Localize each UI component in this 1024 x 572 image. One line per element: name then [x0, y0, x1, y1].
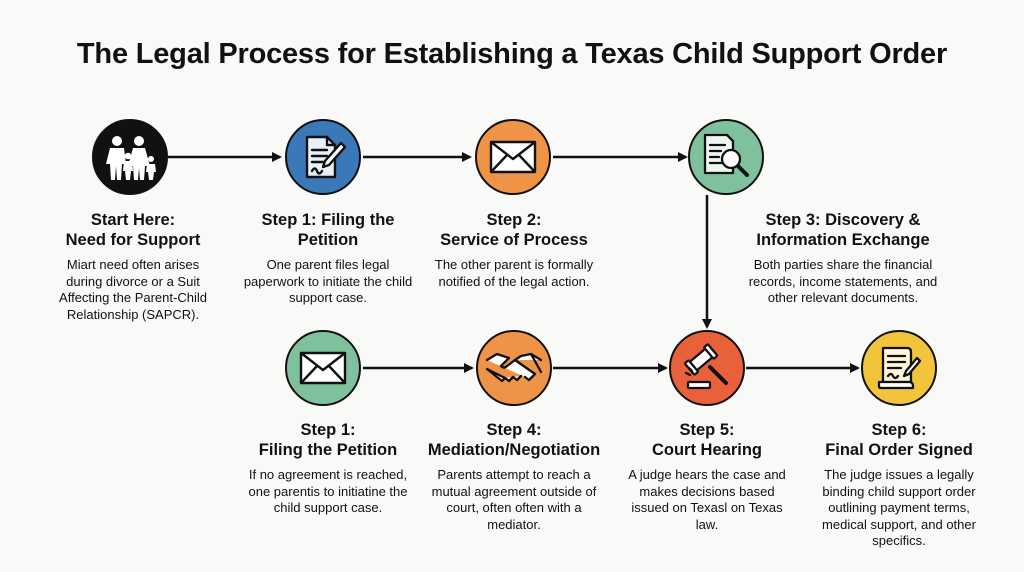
step1-top-heading-line2: Petition: [297, 231, 359, 249]
step5-node-circle: [669, 330, 745, 406]
step4-heading-line1: Step 4:: [486, 421, 542, 439]
step1-top-node-circle: [285, 119, 361, 195]
step6-description: The judge issues a legally binding child…: [822, 467, 976, 548]
page-title: The Legal Process for Establishing a Tex…: [76, 38, 948, 70]
envelope-icon: [299, 351, 347, 385]
step1-top-description: One parent files legal paperwork to init…: [243, 257, 413, 305]
start-node-circle: [92, 119, 168, 195]
step3-description: Both parties share the financial records…: [748, 257, 938, 305]
step2-step: Step 2: Service of Process The other par…: [429, 210, 599, 290]
envelope-icon: [489, 140, 537, 174]
signed-document-icon: [877, 346, 922, 390]
step6-heading-line2: Final Order Signed: [825, 441, 973, 459]
family-icon: [106, 136, 156, 180]
document-pen-icon: [305, 135, 347, 179]
magnifier-document-icon: [703, 133, 749, 177]
step4-description: Parents attempt to reach a mutual agreem…: [431, 467, 597, 532]
step1-top-step: Step 1: Filing the Petition One parent f…: [243, 210, 413, 307]
step2-heading-line2: Service of Process: [440, 231, 588, 249]
step6-heading-line1: Step 6:: [871, 421, 927, 439]
step4-step: Step 4: Mediation/Negotiation Parents at…: [414, 420, 614, 533]
step2-heading-line1: Step 2:: [486, 211, 542, 229]
step6-step: Step 6: Final Order Signed The judge iss…: [801, 420, 997, 550]
start-heading-line2: Need for Support: [65, 231, 201, 249]
start-step: Start Here: Need for Support Miart need …: [48, 210, 218, 323]
step1-top-heading-line1: Step 1: Filing the: [261, 211, 395, 229]
step1-bottom-step: Step 1: Filing the Petition If no agreem…: [228, 420, 428, 517]
step6-node-circle: [861, 330, 937, 406]
gavel-icon: [684, 343, 728, 390]
step3-node-circle: [688, 119, 764, 195]
step5-step: Step 5: Court Hearing A judge hears the …: [612, 420, 802, 533]
step5-description: A judge hears the case and makes decisio…: [628, 467, 786, 532]
handshake-icon: [485, 352, 543, 383]
step4-node-circle: [476, 330, 552, 406]
start-description: Miart need often arises during divorce o…: [59, 257, 207, 322]
step1-bottom-description: If no agreement is reached, one parentis…: [248, 467, 408, 515]
step2-node-circle: [475, 119, 551, 195]
step4-heading-line2: Mediation/Negotiation: [427, 441, 601, 459]
step1-bottom-node-circle: [285, 330, 361, 406]
step3-heading-line1: Step 3: Discovery &: [765, 211, 921, 229]
step3-step: Step 3: Discovery & Information Exchange…: [733, 210, 953, 307]
step2-description: The other parent is formally notified of…: [434, 257, 594, 289]
start-heading-line1: Start Here:: [90, 211, 176, 229]
step1-bottom-heading-line2: Filing the Petition: [258, 441, 398, 459]
step3-heading-line2: Information Exchange: [756, 231, 930, 249]
step1-bottom-heading-line1: Step 1:: [300, 421, 356, 439]
step5-heading-line1: Step 5:: [679, 421, 735, 439]
step5-heading-line2: Court Hearing: [651, 441, 762, 459]
